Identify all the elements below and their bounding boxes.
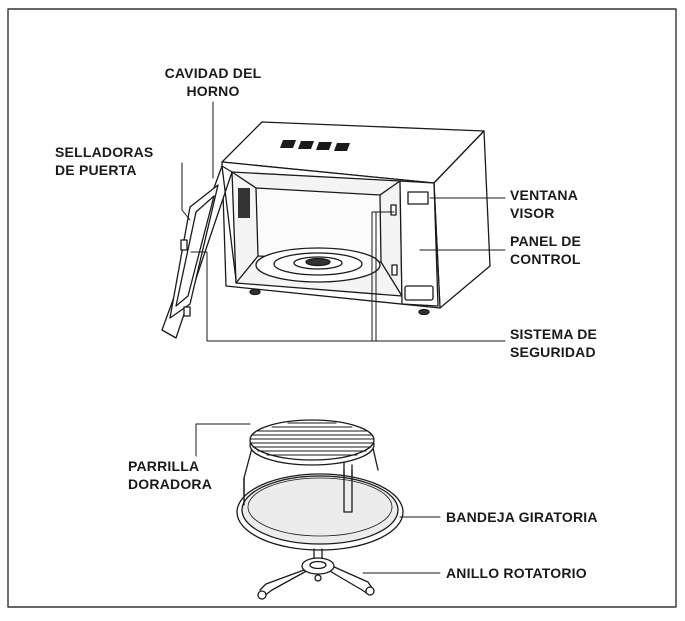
label-cavity-line1: CAVIDAD DEL (164, 65, 262, 81)
label-panel-line2: CONTROL (510, 251, 581, 267)
microwave-oven (221, 121, 491, 316)
label-rotating-ring: ANILLO ROTATORIO (446, 564, 587, 582)
label-window-line2: VISOR (510, 205, 555, 221)
rotating-ring (257, 548, 375, 600)
control-panel (399, 180, 439, 307)
label-cavity-line2: HORNO (186, 83, 240, 99)
diagram-frame (7, 8, 677, 608)
label-rack-line1: PARRILLA (128, 458, 200, 474)
label-door-seals: SELLADORAS DE PUERTA (55, 143, 153, 179)
label-window-line1: VENTANA (510, 187, 579, 203)
label-safety-line1: SISTEMA DE (510, 326, 598, 342)
leader-lines-lower (195, 423, 441, 574)
label-safety-line2: SEGURIDAD (510, 344, 596, 360)
panel-display (407, 191, 429, 205)
label-rack-line2: DORADORA (128, 476, 213, 492)
label-grill-rack: PARRILLA DORADORA (128, 457, 212, 493)
label-turntable-tray: BANDEJA GIRATORIA (446, 508, 598, 526)
label-seals-line1: SELLADORAS (55, 144, 154, 160)
label-view-window: VENTANA VISOR (510, 186, 578, 222)
turntable-tray (236, 469, 404, 551)
label-control-panel: PANEL DE CONTROL (510, 232, 581, 268)
label-tray-text: BANDEJA GIRATORIA (446, 509, 598, 525)
label-ring-text: ANILLO ROTATORIO (446, 565, 587, 581)
leader-lines (181, 101, 506, 342)
label-panel-line1: PANEL DE (510, 233, 582, 249)
grill-rack (243, 419, 379, 513)
label-safety-system: SISTEMA DE SEGURIDAD (510, 325, 597, 361)
label-seals-line2: DE PUERTA (55, 162, 137, 178)
top-vents (280, 140, 350, 151)
label-cavity: CAVIDAD DEL HORNO (138, 64, 288, 100)
